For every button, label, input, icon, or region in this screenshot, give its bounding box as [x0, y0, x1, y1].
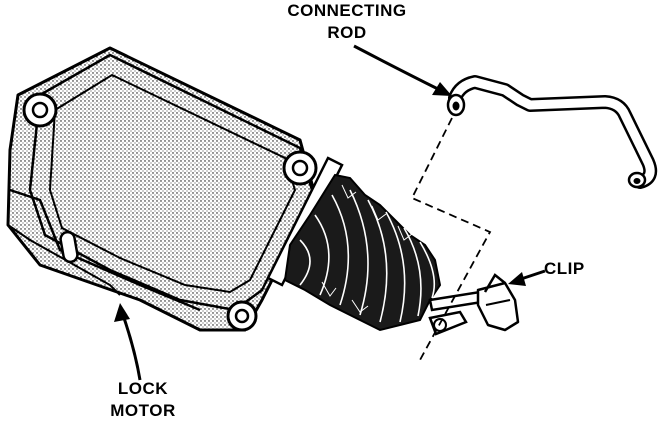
boot-body [283, 173, 442, 332]
arrow-head-lock-motor [114, 303, 130, 322]
housing-slot [59, 230, 79, 264]
lock-motor-label-line2: MOTOR [110, 401, 176, 420]
rod-end-right-hole [633, 178, 641, 184]
assembly-dashed-line [410, 117, 492, 361]
arrow-head-connecting-rod [432, 82, 452, 96]
lock-motor-housing [6, 46, 344, 332]
connecting-rod-label-line2: ROD [327, 23, 367, 42]
leader-lock-motor [114, 303, 142, 381]
clip-label-text: CLIP [544, 259, 585, 278]
mounting-hole-top-left [31, 101, 49, 119]
actuator-plunger [428, 290, 484, 336]
housing-lower-step [9, 188, 201, 312]
clip-detail [485, 299, 511, 306]
leader-clip [508, 269, 546, 286]
clip-tab [483, 273, 506, 293]
rod-outline-outer [448, 75, 658, 189]
clip-body [476, 281, 520, 332]
clip-label: CLIP [544, 258, 604, 280]
lock-motor-label: LOCK MOTOR [98, 378, 188, 422]
plunger-shaft [428, 290, 484, 312]
connecting-rod-label: CONNECTING ROD [262, 0, 432, 44]
mounting-hole-bottom [234, 308, 250, 324]
clip-part [476, 273, 520, 332]
mounting-hole-right [291, 159, 309, 177]
rod-end-left-hole [452, 101, 460, 111]
connecting-rod [446, 75, 658, 189]
arrow-head-clip [508, 272, 526, 286]
connecting-rod-label-line1: CONNECTING [287, 1, 407, 20]
leader-connecting-rod [353, 44, 452, 96]
lock-motor-label-line1: LOCK [117, 379, 169, 398]
rod-outline-inner [450, 77, 655, 187]
housing-cover-outline [48, 73, 297, 294]
boot-highlights [321, 184, 413, 313]
rubber-boot [283, 173, 442, 332]
